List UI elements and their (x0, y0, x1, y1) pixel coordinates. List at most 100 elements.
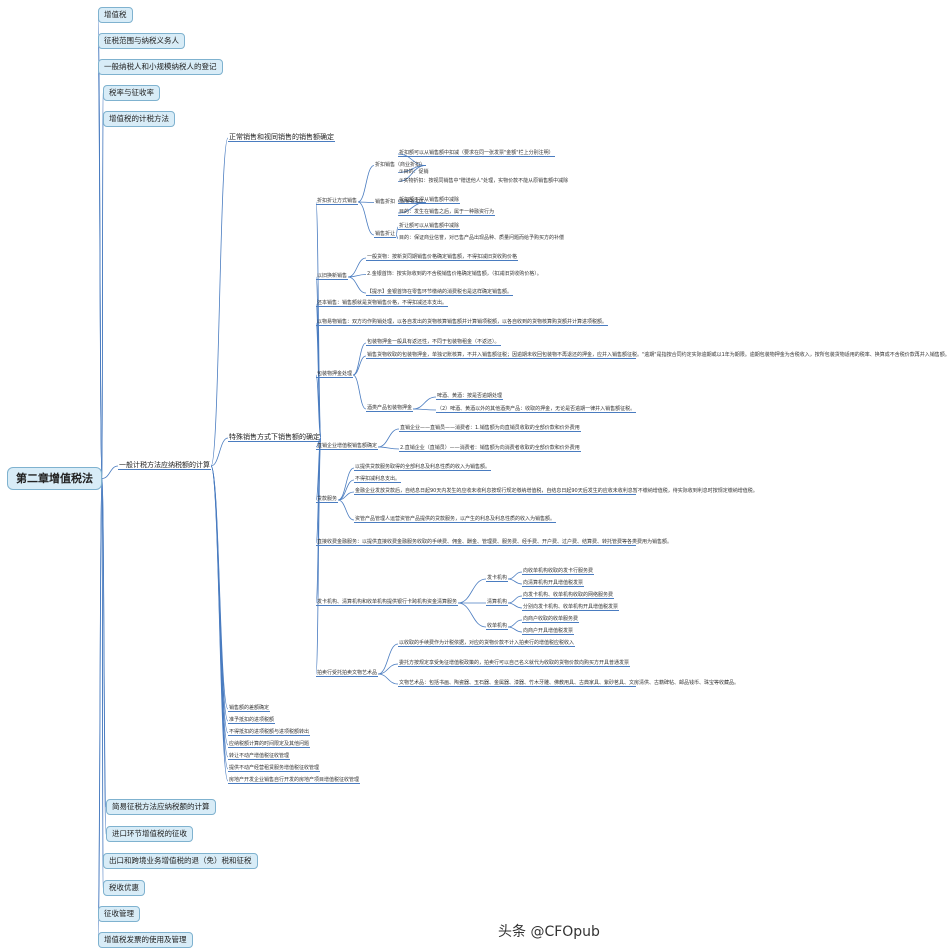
connector-line (337, 467, 355, 501)
node-business-discount-note-2[interactable]: ②实物折扣：按视同销售中"赠送他人"处理，实物价款不能从原销售额中减除 (399, 178, 569, 184)
node-card-rule-4[interactable]: 分别向发卡机构、收单机构开具增值税发票 (522, 604, 620, 611)
connector-line (347, 274, 367, 278)
connector-line (97, 478, 103, 941)
node-general-method[interactable]: 一般计税方法应纳税额的计算 (118, 461, 211, 470)
connector-line (210, 465, 229, 782)
connector-line (457, 602, 487, 628)
node-card-rule-2[interactable]: 向清算机构开具增值税发票 (522, 580, 585, 587)
node-art-auction[interactable]: 拍卖行受托拍卖文物艺术品 (316, 670, 379, 677)
node-loan-rule-1[interactable]: 以提供贷款服务取得的全部利息及利息性质的收入为销售额。 (354, 464, 492, 471)
node-real-estate-lease[interactable]: 提供不动产经营租赁服务增值税征收管理 (228, 765, 321, 772)
node-real-estate-transfer[interactable]: 转让不动产增值税征收管理 (228, 753, 291, 760)
node-collection-admin[interactable]: 征收管理 (98, 906, 140, 922)
node-trade-in-tip[interactable]: 【提示】金银首饰在零售环节缴纳的消费税也是这样确定销售额。 (366, 289, 514, 296)
node-bank-card-clearing[interactable]: 发卡机构、清算机构和收单机构提供银行卡跨机构资金清算服务 (316, 599, 459, 606)
node-scope[interactable]: 征税范围与纳税义务人 (98, 33, 185, 49)
connector-line (315, 437, 322, 675)
node-tax-incentives[interactable]: 税收优惠 (103, 880, 145, 896)
node-sales-allowance[interactable]: 销售折让 (374, 231, 397, 238)
connector-lines (97, 14, 523, 941)
watermark: 头条 @CFOpub (498, 924, 600, 940)
node-loan-services[interactable]: 贷款服务 (316, 496, 339, 503)
node-registration[interactable]: 一般纳税人和小规模纳税人的登记 (98, 59, 223, 75)
node-card-rule-3[interactable]: 向发卡机构、收单机构收取的网络服务费 (522, 592, 615, 599)
node-time-limits[interactable]: 应纳税额计算的时间限定及其他问题 (228, 741, 311, 748)
node-auction-rule-1[interactable]: 以收取的手续费作为计税依据，对应的货物价款不计入拍卖行的增值税应税收入 (398, 640, 576, 647)
node-loan-rule-3[interactable]: 金融企业发放贷款后，自结息日起90天内发生的应收未收利息按现行规定缴纳增值税，自… (354, 488, 758, 495)
node-real-estate-developer[interactable]: 房地产开发企业销售自行开发的房地产项目增值税征收管理 (228, 777, 361, 784)
node-loan-rule-4[interactable]: 资管产品管理人运营资管产品提供的贷款服务，以产生的利息及利息性质的收入为销售额。 (354, 516, 557, 523)
node-cash-discount[interactable]: 销售折扣（现金折扣） (375, 199, 426, 205)
node-auction-rule-2[interactable]: 委托方按规定享受免征增值税政策的，拍卖行可以自己名义就代为收取的货物价款向购买方… (398, 660, 631, 667)
connector-line (101, 118, 104, 479)
node-special-sales[interactable]: 特殊销售方式下销售额的确定 (228, 433, 321, 442)
connector-line (397, 153, 427, 166)
node-direct-fee-finance[interactable]: 直接收费金融服务：以提供直接收费金融服务收取的手续费、佣金、酬金、管理费、服务费… (316, 539, 673, 546)
node-business-discount-rule[interactable]: 折扣额可以从销售额中扣减（要求在同一张发票"金额"栏上分别注明） (398, 150, 555, 157)
node-card-rule-6[interactable]: 向商户开具增值税发票 (522, 628, 575, 635)
node-trade-in-general[interactable]: 一般货物：按新货同期销售价格确定销售额，不得扣减旧货收购价格 (366, 254, 519, 261)
connector-line (377, 428, 400, 448)
node-deposit-rule-1[interactable]: 包装物押金一般具有返还性，不同于包装物租金（不返还）。 (366, 339, 501, 346)
node-export-refund[interactable]: 出口和跨境业务增值税的退（免）税和征税 (103, 853, 258, 869)
connector-line (101, 478, 107, 835)
connector-line (352, 355, 367, 376)
node-direct-sales-1[interactable]: 直销企业——直销员——消费者：1.销售额为向直销员收取的全部价款和价外费用 (399, 425, 581, 432)
connector-line (395, 234, 399, 239)
node-tax-method[interactable]: 增值税的计税方法 (103, 111, 175, 127)
connector-line (352, 374, 367, 410)
node-direct-sales-2[interactable]: 2.直销企业（直销员）——消费者：销售额为向消费者收取的全部价款和价外费用 (399, 445, 581, 452)
root-chapter-title[interactable]: 第二章增值税法 (7, 467, 102, 490)
connector-line (507, 571, 523, 580)
node-wine-deposit-2[interactable]: （2）啤酒、黄酒以外的其他酒类产品：收取的押金，无论是否逾期一律并入销售额征税。 (436, 406, 636, 413)
node-difference-sales[interactable]: 销售额的差额确定 (228, 705, 271, 712)
node-card-clearing-org[interactable]: 清算机构 (486, 599, 509, 606)
node-card-acquirer[interactable]: 收单机构 (486, 623, 509, 630)
node-repayment-sales[interactable]: 还本销售：销售额就是货物销售价格，不得扣减还本支出。 (316, 300, 449, 307)
node-card-issuer[interactable]: 发卡机构 (486, 575, 509, 582)
node-nondeductible-input[interactable]: 不得抵扣的进项税额与进项税额转出 (228, 729, 311, 736)
node-trade-in-jewelry[interactable]: 2.金银首饰：按实际收到的不含税销售价格确定销售额，（扣减旧货收购价格）。 (367, 271, 542, 277)
node-card-rule-1[interactable]: 向收单机构收取的发卡行服务费 (522, 568, 595, 575)
connector-line (210, 137, 229, 467)
node-vat[interactable]: 增值税 (98, 7, 133, 23)
node-import-vat[interactable]: 进口环节增值税的征收 (106, 826, 193, 842)
connector-line (507, 626, 523, 633)
node-cash-discount-rule[interactable]: 折扣额不得从销售额中减除 (398, 197, 461, 204)
mind-map: 增值税 征税范围与纳税义务人 一般纳税人和小规模纳税人的登记 税率与征收率 增值… (7, 7, 950, 948)
node-deductible-input[interactable]: 准予抵扣的进项税额 (228, 717, 276, 724)
node-sales-allowance-note[interactable]: 目的：保证商业信誉，对已售产品出现品种、质量问题而给予购买方的补偿 (399, 235, 565, 241)
connector-line (352, 342, 367, 376)
connector-line (315, 374, 322, 439)
connector-line (507, 595, 523, 604)
node-barter-sales[interactable]: 以物易物销售：双方均作购销处理，以各自发出的货物核算销售额并计算销项税额，以各自… (316, 319, 609, 326)
connector-line (377, 643, 399, 675)
node-deposit-rule-2[interactable]: 销售货物收取的包装物押金，单独记账核算，不并入销售额征税；因逾期未收回包装物不再… (366, 352, 950, 359)
node-packaging-deposit[interactable]: 包装物押金处理 (316, 371, 354, 378)
node-invoice-management[interactable]: 增值税发票的使用及管理 (98, 932, 193, 948)
node-wine-deposit-1[interactable]: 啤酒、黄酒：按是否逾期处理 (436, 393, 504, 400)
node-trade-in[interactable]: 以旧换新销售 (316, 273, 349, 280)
connector-line (507, 619, 523, 628)
connector-line (457, 578, 487, 604)
node-business-discount[interactable]: 折扣销售（商业折扣） (375, 162, 426, 168)
connector-line (357, 165, 375, 203)
node-direct-sales[interactable]: 直销企业增值税销售额确定 (316, 443, 379, 450)
node-auction-rule-3[interactable]: 文物艺术品：包括书画、陶瓷器、玉石器、金属器、漆器、竹木牙雕、佛教用具、古典家具… (398, 680, 740, 687)
node-normal-sales[interactable]: 正常销售和视同销售的销售额确定 (228, 133, 335, 142)
node-simple-method[interactable]: 简易征税方法应纳税额的计算 (106, 799, 216, 815)
connector-line (101, 478, 104, 889)
connector-line (507, 578, 523, 585)
connector-line (377, 446, 400, 450)
node-wine-deposit[interactable]: 酒类产品包装物押金 (366, 405, 414, 412)
connector-line (397, 202, 427, 214)
node-loan-rule-2[interactable]: 不得扣减利息支出。 (354, 476, 402, 483)
node-sales-allowance-rule[interactable]: 折让额可以从销售额中减除 (398, 223, 461, 230)
connector-line (337, 499, 355, 521)
node-business-discount-note-1[interactable]: ①目的：促销 (399, 169, 429, 175)
node-discount-sales[interactable]: 折扣折让方式销售 (316, 198, 359, 205)
node-card-rule-5[interactable]: 向商户收取的收单服务费 (522, 616, 580, 623)
node-rates[interactable]: 税率与征收率 (103, 85, 160, 101)
node-cash-discount-note[interactable]: 目的：发生在销售之后，属于一种融资行为 (398, 209, 496, 216)
connector-line (507, 602, 523, 609)
